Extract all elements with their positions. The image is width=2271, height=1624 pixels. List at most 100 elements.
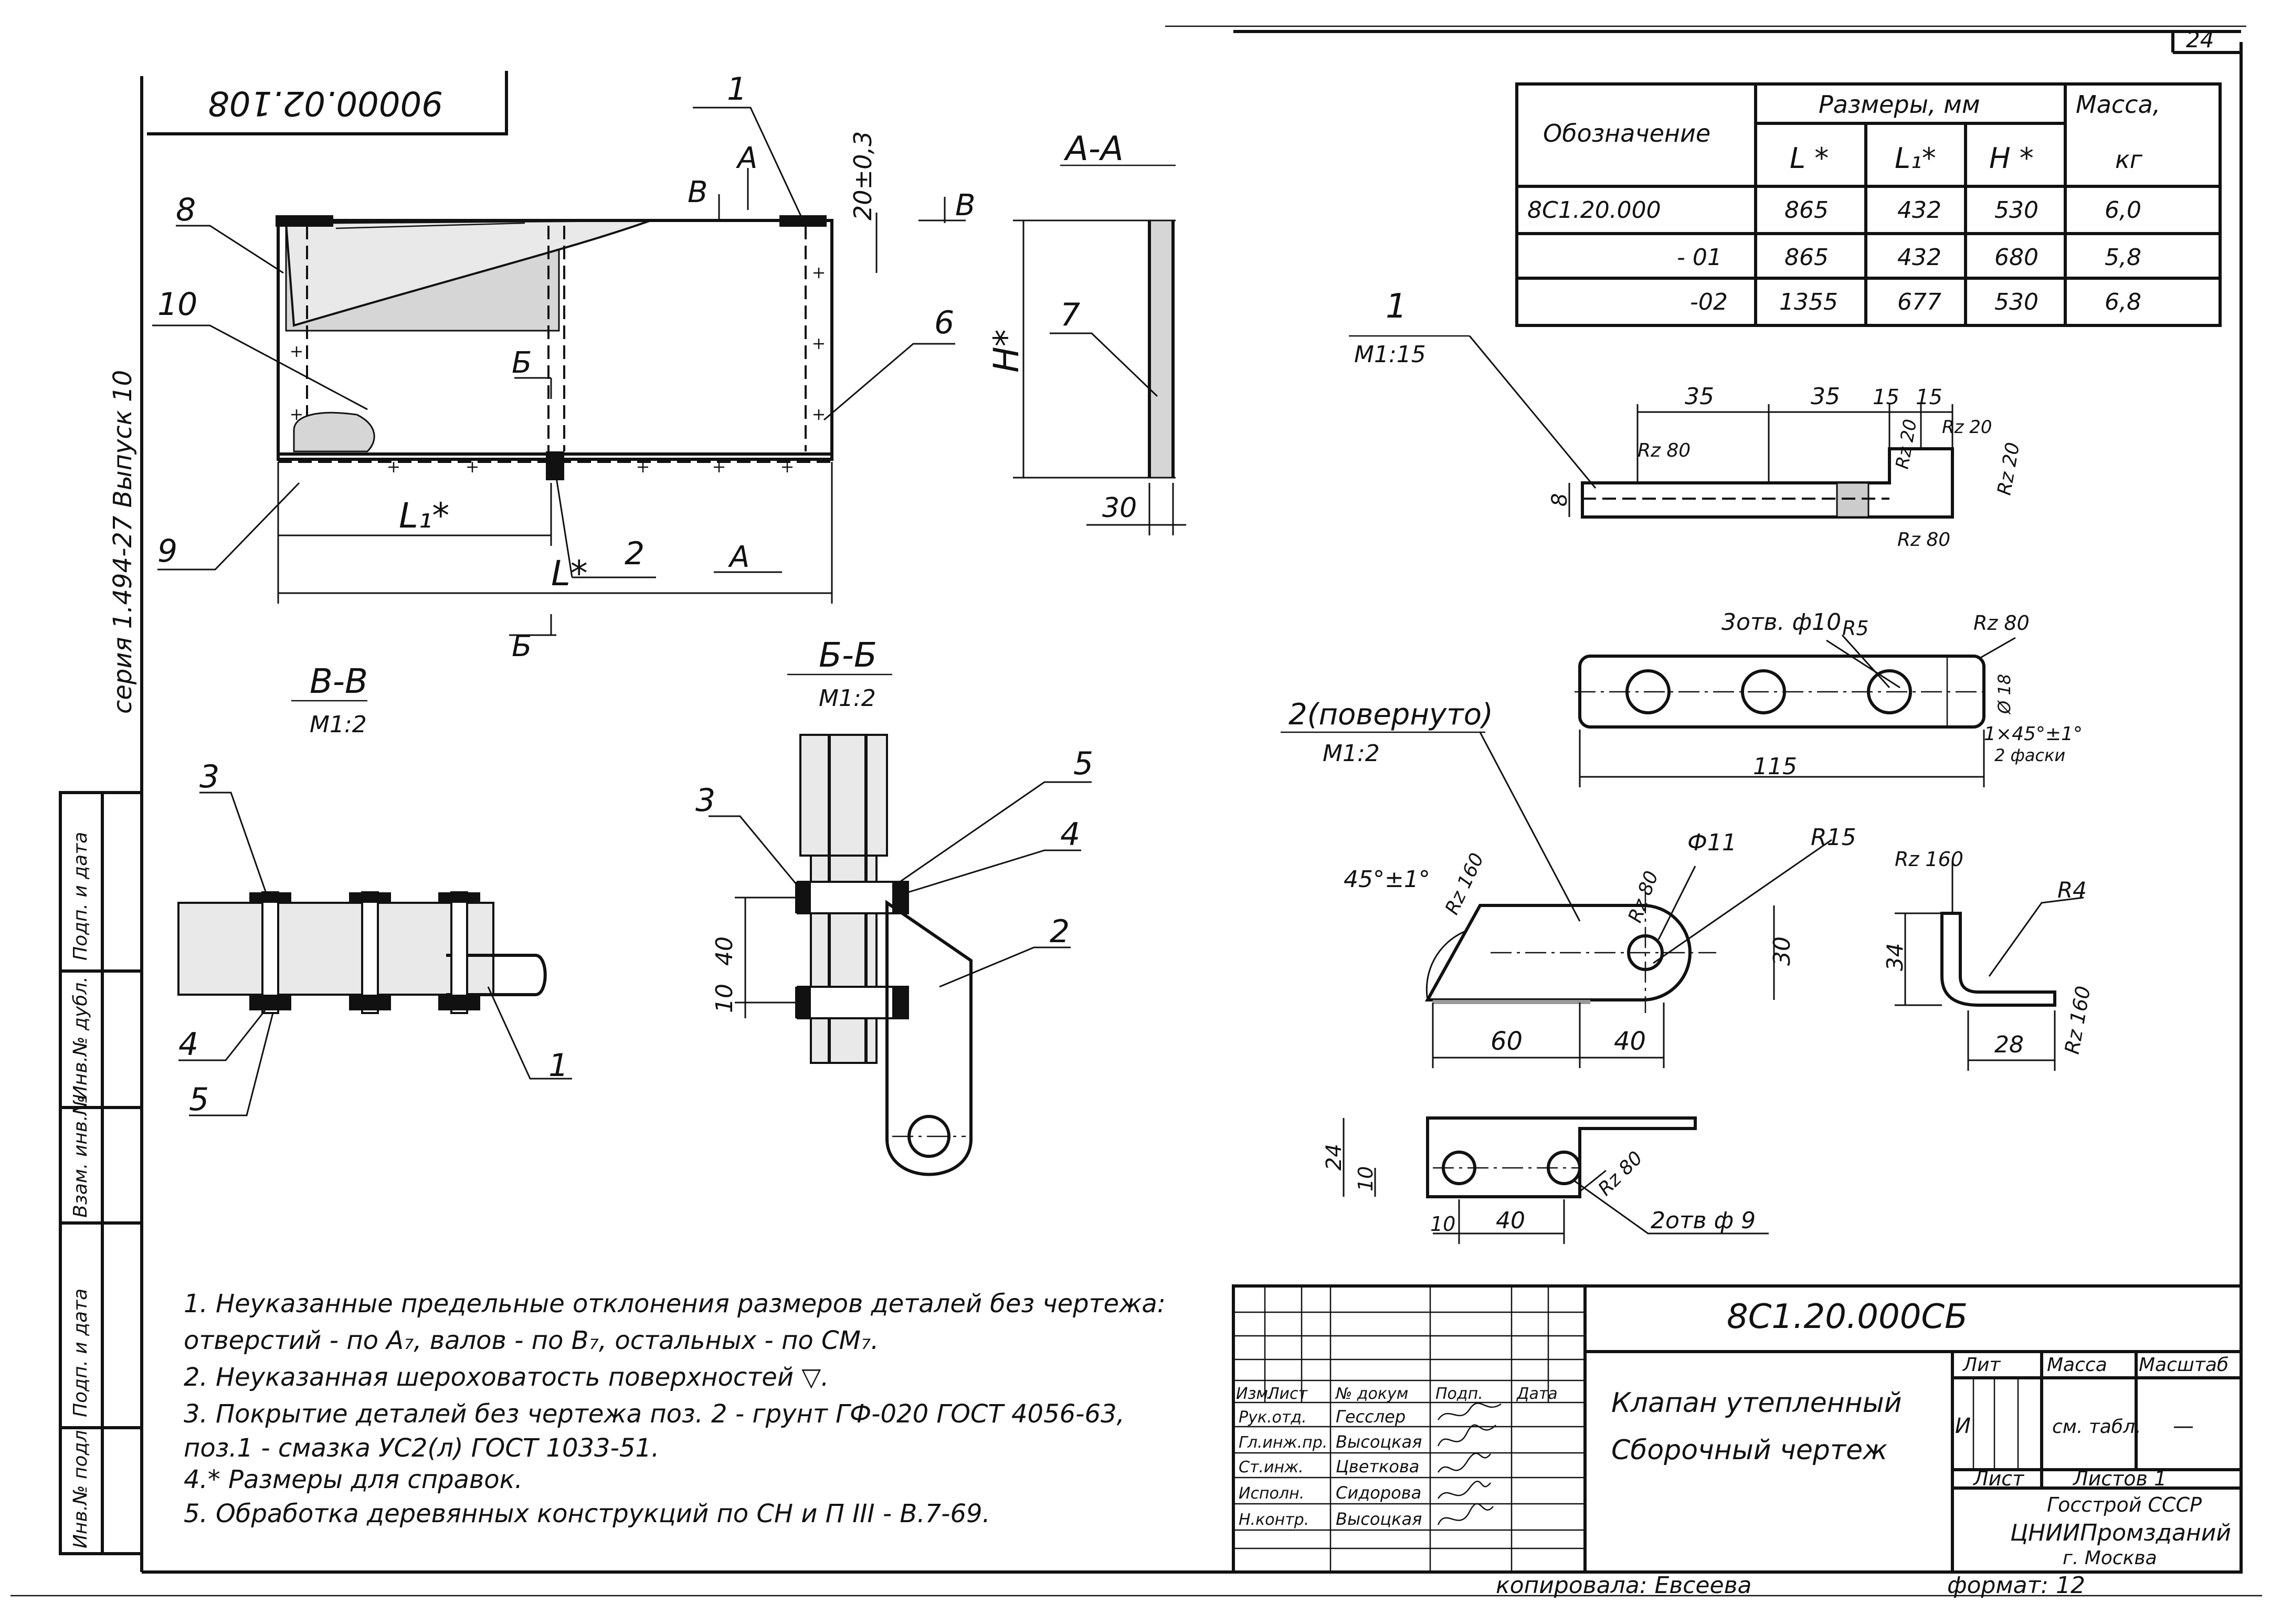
vv-callout-5: 5 [189, 1081, 209, 1118]
tb-mass-label: Масса [2047, 1354, 2107, 1376]
cut-v-right: В [955, 188, 975, 223]
p1-side-dim: Ø 18 [1994, 674, 2014, 715]
table-cell: 680 [1994, 244, 2038, 271]
footer-copied: копировала: Евсеева [1496, 1572, 1751, 1599]
section-vv-title: В-В [310, 662, 368, 701]
dimensions-table: Обозначение Размеры, мм Масса, кг L * L₁… [1515, 82, 2222, 327]
cut-a-top: А [736, 141, 757, 175]
p2-dim-30: 30 [1769, 936, 1795, 966]
tb-hdr-date: Дата [1516, 1385, 1558, 1403]
p1-chamfer-note: 2 фаски [1994, 745, 2065, 765]
side-stamp-2: Инв.№ дубл. [70, 976, 91, 1100]
vv-callout-1: 1 [548, 1047, 568, 1084]
p2-dim-10a: 10 [1354, 1166, 1377, 1191]
tb-name-line2: Сборочный чертеж [1611, 1435, 1887, 1466]
tb-sheet-label: Лист [1972, 1467, 2025, 1490]
callout-10: 10 [157, 286, 197, 323]
rotated-code: 90000.02.108 [208, 83, 443, 122]
section-bb-scale: М1:2 [819, 685, 876, 712]
section-bb-title: Б-Б [819, 636, 877, 675]
table-row: - 01 865 432 680 5,8 [1677, 244, 2141, 271]
table-cell: 530 [1994, 289, 2038, 315]
p1-dim-115: 115 [1753, 753, 1797, 780]
p2-dim-24: 24 [1322, 1144, 1346, 1170]
tb-name: Высоцкая [1336, 1509, 1422, 1529]
p2-rz160-a: Rz 160 [1441, 850, 1488, 918]
p2-dim-60: 60 [1491, 1027, 1523, 1056]
table-cell: 432 [1897, 197, 1941, 224]
note-line: 2. Неуказанная шероховатость поверхносте… [184, 1363, 829, 1392]
tb-org2: ЦНИИПромзданий [2010, 1520, 2231, 1546]
table-row: -02 1355 677 530 6,8 [1690, 289, 2141, 315]
side-stamp-1: Подп. и дата [70, 832, 91, 961]
table-sub-l1: L₁* [1895, 142, 1936, 175]
part1-scale: М1:15 [1354, 341, 1426, 368]
note-line: 5. Обработка деревянных конструкций по С… [184, 1499, 990, 1528]
bb-dim-40: 40 [711, 936, 738, 966]
vv-callout-3: 3 [199, 758, 219, 795]
p1-r5: R5 [1842, 617, 1869, 640]
vv-callout-4: 4 [178, 1026, 198, 1063]
cut-b-top: Б [512, 346, 532, 380]
note-line: 1. Неуказанные предельные отклонения раз… [184, 1289, 1166, 1319]
tb-hdr-izm: Изм. [1236, 1385, 1273, 1403]
p2-rz160-b: Rz 160 [1895, 848, 1963, 871]
table-sub-h: H * [1989, 142, 2034, 175]
cut-v-left: В [688, 175, 707, 209]
note-line: поз.1 - смазка УС2(л) ГОСТ 1033-51. [184, 1433, 659, 1463]
table-cell: 5,8 [2105, 244, 2141, 271]
side-stamp-5: Инв.№ подл. [70, 1424, 91, 1548]
p1-chamfer: 1×45°±1° [1984, 723, 2083, 745]
tb-hdr-list: Лист [1267, 1385, 1308, 1403]
table-cell: 530 [1994, 197, 2038, 224]
notes: 1. Неуказанные предельные отклонения раз… [184, 1289, 1166, 1528]
tb-hdr-doc: № докум [1335, 1385, 1408, 1403]
signatures [1437, 1402, 1502, 1525]
tb-role: Исполн. [1239, 1484, 1304, 1503]
table-cell: 6,8 [2105, 289, 2141, 315]
tb-mass-value: см. табл. [2052, 1416, 2141, 1438]
p1-rz80-c: Rz 80 [1973, 611, 2030, 635]
tb-name: Цветкова [1336, 1457, 1419, 1477]
tb-name: Высоцкая [1336, 1432, 1422, 1452]
side-stamp: Подп. и дата Инв.№ дубл. Взам. инв.№ Под… [59, 791, 143, 1555]
p2-rz160-c: Rz 160 [2061, 984, 2095, 1056]
tb-org1: Госстрой СССР [2047, 1493, 2202, 1516]
table-header-designation: Обозначение [1543, 119, 1710, 147]
table-cell: 8С1.20.000 [1527, 197, 1661, 224]
tb-role: Н.контр. [1239, 1511, 1309, 1529]
cut-a-bottom: А [728, 540, 749, 574]
table-mass-unit: кг [2115, 145, 2143, 174]
tb-scale-label: Масштаб [2139, 1354, 2228, 1376]
series-label: серия 1.494-27 Выпуск 10 [108, 370, 138, 714]
cut-b-bottom: Б [512, 629, 532, 663]
table-cell: 6,0 [2105, 197, 2141, 224]
section-vv: В-В М1:2 3 4 5 1 [177, 662, 572, 1118]
table-row: 8С1.20.000 865 432 530 6,0 [1527, 197, 2141, 224]
tb-org3: г. Москва [2063, 1547, 2157, 1569]
footer-format: формат: 12 [1947, 1572, 2085, 1599]
p2-holes: 2отв ф 9 [1651, 1207, 1756, 1234]
callout-2: 2 [625, 535, 645, 572]
tb-role: Гл.инж.пр. [1239, 1433, 1327, 1452]
callout-9: 9 [157, 533, 177, 570]
table-cell: -02 [1690, 289, 1728, 315]
dim-l1: L₁* [399, 495, 449, 536]
p1-dim-35a: 35 [1685, 383, 1714, 410]
p2-dim-40: 40 [1614, 1027, 1646, 1056]
side-stamp-3: Взам. инв.№ [70, 1095, 91, 1218]
table-cell: 432 [1897, 244, 1941, 271]
p2-angle: 45°±1° [1344, 866, 1430, 893]
p1-rz80-a: Rz 80 [1638, 440, 1691, 461]
tb-name: Гесслер [1336, 1407, 1406, 1427]
bb-callout-2: 2 [1050, 913, 1070, 950]
note-line: 4.* Размеры для справок. [184, 1465, 523, 1494]
p1-dim-15a: 15 [1873, 385, 1899, 409]
p1-dim-35b: 35 [1811, 383, 1840, 410]
sheet-number: 24 [2186, 27, 2214, 52]
p1-rz20-a: Rz 20 [1942, 417, 1992, 438]
table-cell: 677 [1897, 289, 1941, 315]
section-aa-title: А-А [1063, 130, 1124, 168]
p1-holes: 3отв. ф10 [1721, 609, 1841, 636]
